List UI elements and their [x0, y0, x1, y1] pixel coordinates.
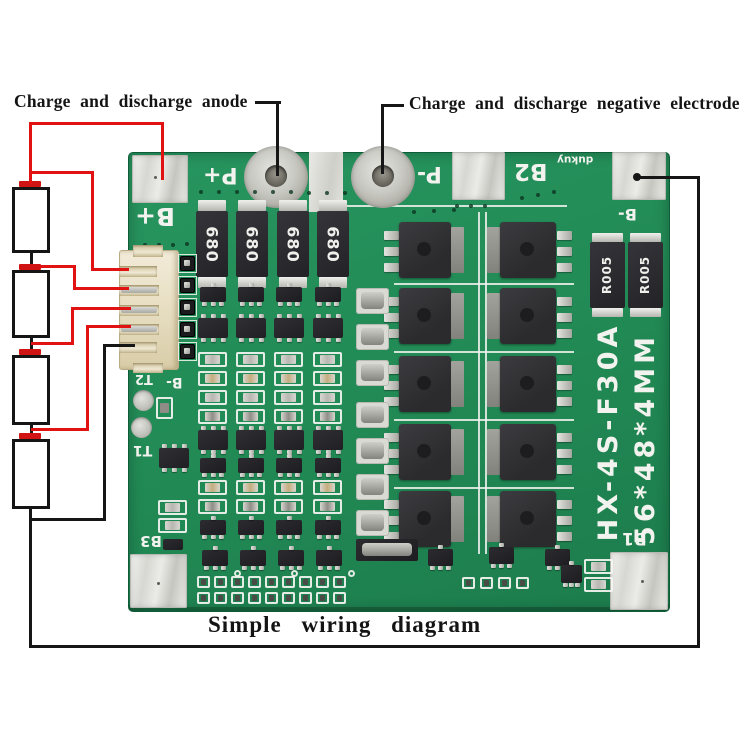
silkscreen-line	[394, 487, 574, 489]
wire-bminus	[637, 176, 700, 179]
connector-pin-frame	[178, 342, 197, 361]
wire-bminus	[29, 645, 700, 648]
battery-cell-2	[12, 270, 50, 338]
wire-balance-2	[73, 265, 76, 289]
wire-balance-2	[40, 265, 76, 268]
battery-terminal	[19, 433, 41, 439]
hole-p-minus-bore	[372, 165, 394, 187]
connector-pin-frame	[178, 298, 197, 317]
wire-balance-1	[91, 171, 94, 271]
via-t1	[131, 417, 152, 438]
wire-balance-4	[86, 325, 131, 328]
via-t2	[133, 390, 154, 411]
pad-b1	[610, 552, 668, 610]
wire-balance-1	[91, 268, 129, 271]
pad-b2	[452, 152, 505, 200]
wire-bminus	[697, 177, 700, 648]
connector-slot	[119, 266, 157, 277]
anode-pointer-line	[276, 101, 279, 176]
connector-tab	[133, 245, 163, 257]
pad-center-strip	[309, 152, 343, 212]
silkscreen-brand: dukuy	[557, 153, 594, 166]
wire-bplus	[29, 122, 32, 184]
silkscreen-t1: T1	[133, 442, 153, 458]
silkscreen-b2: B2	[514, 158, 548, 184]
diagram-caption: Simple wiring diagram	[208, 612, 482, 637]
wire-balance-5	[31, 518, 106, 521]
silkscreen-line	[394, 283, 574, 285]
silkscreen-model: HX-4S-F30A	[593, 322, 624, 542]
wire-bplus	[161, 122, 164, 180]
negative-pointer-line	[381, 104, 384, 174]
silkscreen-b-plus: B+	[135, 202, 176, 231]
silkscreen-t2: T2	[135, 371, 153, 386]
silkscreen-p-minus: P-	[417, 161, 442, 186]
silkscreen-line	[478, 212, 480, 554]
wire-bplus	[29, 122, 164, 125]
connector-tab	[133, 363, 163, 373]
silkscreen-line	[485, 212, 487, 554]
battery-series-link	[30, 251, 33, 266]
connector-pin	[180, 300, 195, 315]
connector-crimp	[121, 326, 157, 332]
battery-cell-3	[12, 355, 50, 425]
connector-slot	[119, 342, 157, 353]
wire-balance-5	[103, 344, 135, 347]
connector-pin	[180, 344, 195, 359]
pad-mark	[154, 176, 157, 179]
silkscreen-size: 56*48*4MM	[630, 333, 661, 545]
silkscreen-b-minus: B-	[618, 205, 637, 224]
battery-cell-4	[12, 439, 50, 509]
connector-crimp	[121, 287, 157, 293]
anode-pointer-line	[255, 101, 281, 104]
connector-pin	[180, 322, 195, 337]
silkscreen-b-minus-inner: B-	[166, 374, 183, 390]
battery-terminal	[19, 264, 41, 270]
connector-pin	[180, 256, 195, 271]
battery-cell-1	[12, 187, 50, 253]
connector-pin-frame	[178, 320, 197, 339]
connector-pin	[180, 278, 195, 293]
connector-crimp	[121, 307, 157, 313]
connector-pin-frame	[178, 254, 197, 273]
connector-pin-frame	[178, 276, 197, 295]
wire-balance-2	[73, 287, 129, 290]
bms-pcb-board	[128, 152, 670, 612]
wire-balance-3	[71, 307, 131, 310]
negative-annotation-label: Charge and discharge negative electrode	[409, 93, 740, 113]
silkscreen-line	[394, 351, 574, 353]
wire-balance-4	[86, 325, 89, 431]
pad-b-plus	[132, 155, 188, 203]
hole-p-plus-bore	[265, 165, 287, 187]
silkscreen-b3: B3	[140, 532, 162, 550]
silkscreen-line	[394, 419, 574, 421]
wire-bminus-terminal	[633, 173, 641, 181]
wire-balance-4	[31, 428, 89, 431]
battery-terminal	[19, 349, 41, 355]
wire-bminus	[29, 509, 32, 648]
wire-balance-3	[71, 307, 74, 345]
wire-balance-3	[31, 342, 74, 345]
pad-b3	[130, 554, 187, 608]
silkscreen-p-plus: P+	[203, 162, 238, 187]
pad-mark	[641, 580, 644, 583]
anode-annotation-label: Charge and discharge anode	[14, 91, 248, 111]
wire-balance-1	[29, 171, 94, 174]
battery-terminal	[19, 181, 41, 187]
wire-balance-5	[103, 344, 106, 521]
negative-pointer-line	[381, 104, 404, 107]
pad-mark	[157, 582, 160, 585]
